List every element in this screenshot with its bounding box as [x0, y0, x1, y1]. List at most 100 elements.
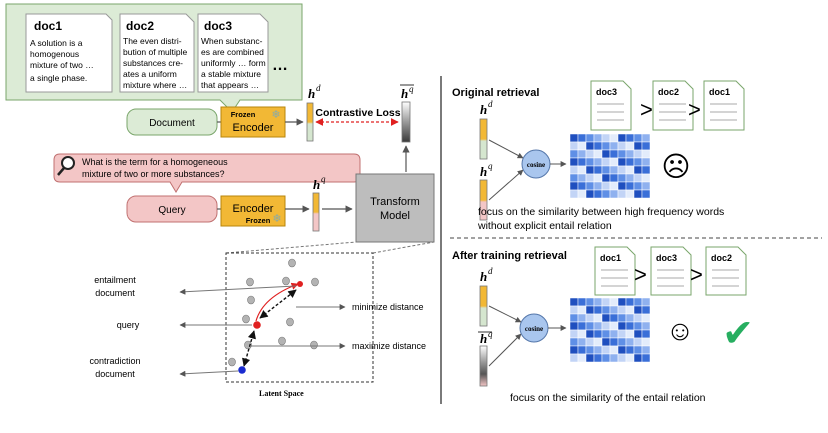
- doc1-line: a single phase.: [30, 73, 87, 83]
- heatmap-cell: [609, 329, 619, 339]
- heatmap-cell: [633, 141, 643, 151]
- heatmap-cell: [593, 173, 603, 183]
- heatmap-cell: [601, 353, 611, 363]
- heatmap-cell: [577, 297, 587, 307]
- contrastive-loss-label: Contrastive Loss: [315, 107, 400, 119]
- heatmap-cell: [593, 337, 603, 347]
- heatmap-cell: [633, 321, 643, 331]
- heatmap-cell: [609, 313, 619, 323]
- heatmap-cell: [585, 141, 595, 151]
- heatmap-cell: [593, 157, 603, 167]
- heatmap-cell: [617, 345, 627, 355]
- rank-doc-label: doc3: [596, 87, 617, 97]
- frozen-tag: Frozen: [246, 216, 271, 225]
- after-doc-rank-1: doc1: [594, 246, 636, 296]
- query-text-line: mixture of two or more substances?: [82, 169, 225, 179]
- hq-bar-symbol: h: [401, 86, 408, 101]
- heatmap-cell: [617, 133, 627, 143]
- heatmap-cell: [617, 157, 627, 167]
- heatmap-cell: [617, 305, 627, 315]
- gt-symbol: >: [640, 97, 653, 122]
- after-doc-rank-3: doc2: [705, 246, 747, 296]
- entailment-label: entailment: [94, 275, 136, 285]
- heatmap-cell: [601, 337, 611, 347]
- rank-doc-label: doc3: [656, 253, 677, 263]
- heatmap-cell: [577, 189, 587, 199]
- heatmap-cell: [577, 181, 587, 191]
- heatmap-cell: [609, 165, 619, 175]
- doc2-line: substances cre-: [123, 58, 183, 68]
- smile-face-icon: ☺: [666, 315, 695, 346]
- heatmap-cell: [609, 181, 619, 191]
- doc2-line: The even distri-: [123, 36, 182, 46]
- heatmap-cell: [625, 305, 635, 315]
- check-icon: ✔: [722, 313, 754, 355]
- heatmap-cell: [617, 353, 627, 363]
- original-title: Original retrieval: [452, 87, 539, 99]
- heatmap-cell: [609, 173, 619, 183]
- heatmap-cell: [585, 345, 595, 355]
- heatmap-cell: [617, 321, 627, 331]
- heatmap-cell: [593, 305, 603, 315]
- contradiction-point: [238, 366, 246, 374]
- heatmap-cell: [641, 321, 651, 331]
- heatmap-cell: [569, 305, 579, 315]
- rank-doc-label: doc2: [658, 87, 679, 97]
- latent-title: Latent Space: [259, 389, 304, 398]
- hq-vector: h q: [312, 174, 326, 232]
- heatmap-cell: [569, 149, 579, 159]
- heatmap-cell: [569, 329, 579, 339]
- encoder-label: Encoder: [233, 122, 274, 134]
- heatmap-cell: [641, 353, 651, 363]
- heatmap-cell: [625, 329, 635, 339]
- gt-symbol: >: [634, 262, 647, 287]
- original-doc-rank-3: doc1: [703, 80, 745, 131]
- heatmap-cell: [633, 337, 643, 347]
- original-retrieval: Original retrieval doc3 > doc2 > doc1 h …: [452, 80, 745, 232]
- heatmap-cell: [569, 353, 579, 363]
- heatmap-cell: [593, 149, 603, 159]
- heatmap-cell: [609, 141, 619, 151]
- gt-symbol: >: [690, 262, 703, 287]
- doc-encoder: Frozen Encoder ❄: [220, 106, 286, 138]
- heatmap-cell: [641, 329, 651, 339]
- heatmap-cell: [617, 181, 627, 191]
- encoder-label: Encoder: [233, 203, 274, 215]
- heatmap-cell: [577, 133, 587, 143]
- hd-sup: d: [488, 266, 493, 276]
- heatmap-cell: [601, 141, 611, 151]
- heatmap-cell: [617, 329, 627, 339]
- heatmap-cell: [593, 189, 603, 199]
- heatmap-cell: [585, 181, 595, 191]
- heatmap-cell: [641, 141, 651, 151]
- doc1-line: homogenous: [30, 49, 79, 59]
- heatmap-cell: [633, 353, 643, 363]
- query-label: Query: [158, 205, 185, 216]
- original-caption: focus on the similarity between high fre…: [478, 206, 724, 218]
- heatmap-cell: [617, 297, 627, 307]
- after-title: After training retrieval: [452, 250, 567, 262]
- entailment-label: document: [95, 288, 135, 298]
- transform-label: Transform: [370, 196, 420, 208]
- after-caption: focus on the similarity of the entail re…: [510, 392, 706, 404]
- docs-ellipsis: …: [272, 57, 288, 74]
- minimize-label: minimize distance: [352, 302, 424, 312]
- heatmap-cell: [593, 345, 603, 355]
- heatmap-cell: [601, 149, 611, 159]
- heatmap-cell: [625, 141, 635, 151]
- rank-doc-label: doc1: [600, 253, 621, 263]
- heatmap-cell: [585, 173, 595, 183]
- doc3-line: es are combined: [201, 47, 264, 57]
- heatmap-cell: [593, 329, 603, 339]
- latent-points: [228, 258, 319, 367]
- heatmap-cell: [585, 157, 595, 167]
- heatmap-cell: [633, 313, 643, 323]
- doc3-line: uniformly … form: [201, 58, 266, 68]
- hq-bar-sup: q: [409, 84, 414, 94]
- doc-card-3: doc3 When substanc- es are combined unif…: [197, 13, 269, 93]
- doc2-line: mixture where …: [123, 80, 187, 90]
- hq-symbol: h: [480, 164, 487, 179]
- hq-sup: q: [321, 174, 326, 184]
- heatmap-cell: [569, 321, 579, 331]
- contrastive-loss: Contrastive Loss: [315, 107, 401, 126]
